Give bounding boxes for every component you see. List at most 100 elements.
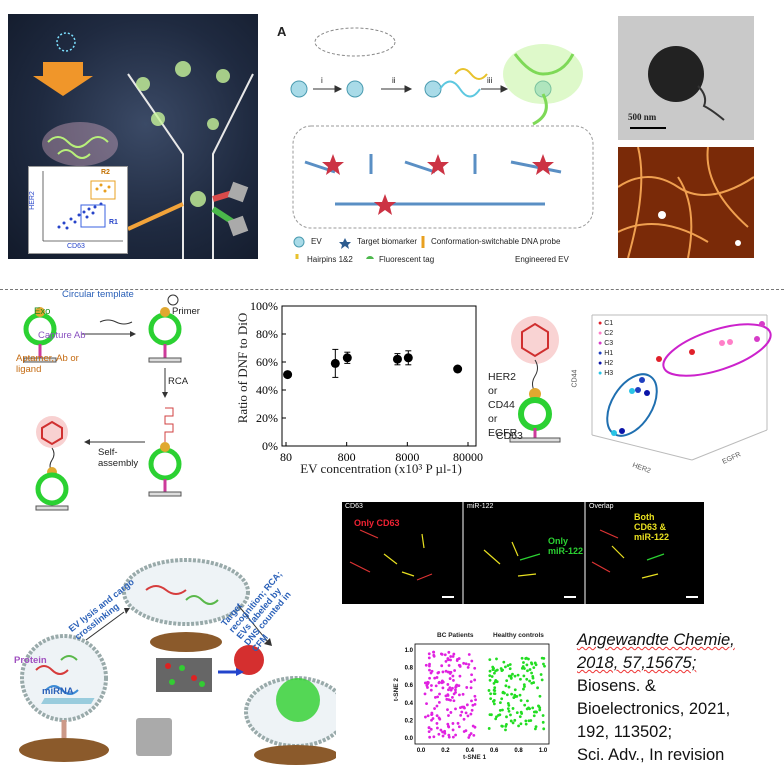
tsne-point-bc xyxy=(435,714,439,718)
tsne-y-tick: 0.6 xyxy=(405,683,414,689)
tsne-point-healthy xyxy=(509,713,512,717)
her2-axis-label: HER2 xyxy=(28,191,36,210)
tsne-y-tick: 0.8 xyxy=(405,666,414,672)
y-tick-label: 20% xyxy=(256,411,278,425)
y-tick-label: 60% xyxy=(256,355,278,369)
panel-label-mir122: miR-122 xyxy=(467,503,494,510)
tsne-point-bc xyxy=(437,680,441,684)
tsne-point-bc xyxy=(441,670,445,674)
tsne-point-healthy xyxy=(495,657,498,661)
protein-label: Protein xyxy=(14,655,47,666)
tsne-point-bc xyxy=(469,680,473,684)
tsne-point-bc xyxy=(461,692,465,696)
data-point xyxy=(330,358,340,368)
tsne-point-bc xyxy=(454,733,457,737)
tsne-point-bc xyxy=(437,732,441,736)
tsne-point-healthy xyxy=(511,721,515,725)
tsne-point-healthy xyxy=(513,718,517,722)
tsne-point-bc xyxy=(429,727,433,731)
tsne-point-healthy xyxy=(530,662,534,666)
rca-scheme: Circular template Primer Exo Capture Ab … xyxy=(10,289,220,512)
tsne-point-healthy xyxy=(542,727,546,731)
tsne-title-right: Healthy controls xyxy=(493,632,544,639)
tsne-point-bc xyxy=(426,714,430,718)
panel-letter-a: A xyxy=(277,24,287,39)
tsne-point-bc xyxy=(446,658,450,661)
tsne-point-bc xyxy=(465,686,469,689)
tsne-x-tick: 1.0 xyxy=(539,748,548,754)
legend-engineered-ev: Engineered EV xyxy=(515,255,569,264)
tsne-point-healthy xyxy=(526,699,529,703)
legend-ev: EV xyxy=(311,237,322,246)
tsne-point-bc xyxy=(462,717,466,721)
y-tick-label: 80% xyxy=(256,327,278,341)
tsne-point-bc xyxy=(470,673,474,677)
tsne-point-healthy xyxy=(493,671,496,675)
y-tick-label: 0% xyxy=(262,439,278,453)
tsne-point-bc xyxy=(447,688,450,692)
tsne-point-healthy xyxy=(534,727,537,731)
tsne-point-healthy xyxy=(537,704,540,708)
section-divider xyxy=(0,289,784,290)
marker-options-label: HER2 or CD44 or EGFR xyxy=(488,371,518,439)
tsne-point-bc xyxy=(458,665,462,668)
capture-ab-label: Capture Ab xyxy=(38,330,86,341)
tsne-point-healthy xyxy=(492,692,496,696)
tsne-point-healthy xyxy=(505,715,508,719)
exo-label: Exo xyxy=(34,306,51,317)
tsne-point-bc xyxy=(464,711,468,715)
tsne-point-healthy xyxy=(488,669,492,673)
tsne-point-healthy xyxy=(507,685,511,689)
tsne-point-bc xyxy=(441,686,445,690)
tsne-point-healthy xyxy=(492,702,496,706)
tsne-point-bc xyxy=(464,662,468,666)
tsne-point-healthy xyxy=(507,709,511,713)
tsne-point-healthy xyxy=(488,658,492,662)
only-cd63-label: Only CD63 xyxy=(354,518,400,528)
tsne-point-bc xyxy=(428,735,432,739)
tsne-point-healthy xyxy=(492,688,496,692)
tsne-point-bc xyxy=(447,664,451,667)
tsne-point-bc xyxy=(434,684,438,688)
tem-scale-bar-label: 500 nm xyxy=(628,112,657,122)
flow-cytometry-inset: R2 R1 HER2 CD63 xyxy=(28,166,128,254)
tsne-point-bc xyxy=(456,721,460,725)
tsne-point-healthy xyxy=(528,679,531,683)
tsne-point-bc xyxy=(469,686,473,690)
tsne-point-bc xyxy=(427,656,431,660)
tsne-point-bc xyxy=(470,659,474,663)
rca-step-label: RCA xyxy=(168,376,189,387)
tsne-point-healthy xyxy=(538,694,542,698)
tsne-point-healthy xyxy=(524,722,528,726)
tsne-point-bc xyxy=(473,694,477,698)
tsne-point-bc xyxy=(447,698,451,701)
tsne-point-healthy xyxy=(511,672,514,676)
tsne-point-healthy xyxy=(519,699,523,702)
tie-artwork xyxy=(33,32,254,259)
tsne-point-bc xyxy=(465,703,469,707)
x-tick-label: 800 xyxy=(338,450,356,464)
r2-gate-label: R2 xyxy=(101,169,110,176)
tsne-point-bc xyxy=(429,688,433,692)
tsne-point-bc xyxy=(451,728,455,732)
tsne-point-healthy xyxy=(524,719,528,723)
tsne-point-healthy xyxy=(531,706,535,710)
legend-fluorescent-tag: Fluorescent tag xyxy=(379,255,435,264)
tsne-point-bc xyxy=(436,726,439,730)
tsne-point-bc xyxy=(446,683,450,686)
tsne-point-bc xyxy=(436,695,440,699)
tsne-point-healthy xyxy=(504,684,508,688)
tsne-point-healthy xyxy=(508,667,512,671)
tsne-point-bc xyxy=(469,732,473,735)
ref-line-4: Bioelectronics, 2021, xyxy=(577,700,731,718)
tsne-x-tick: 0.6 xyxy=(490,748,499,754)
tsne-point-healthy xyxy=(527,719,531,723)
r1-gate-label: R1 xyxy=(109,219,118,226)
step-ii-label: ii xyxy=(392,76,396,85)
tsne-point-bc xyxy=(435,704,439,708)
tsne-point-bc xyxy=(451,655,455,658)
tsne-point-healthy xyxy=(505,723,508,726)
tsne-point-healthy xyxy=(491,668,495,672)
tsne-point-bc xyxy=(434,695,437,699)
ref-line-3: Biosens. & xyxy=(577,677,656,695)
